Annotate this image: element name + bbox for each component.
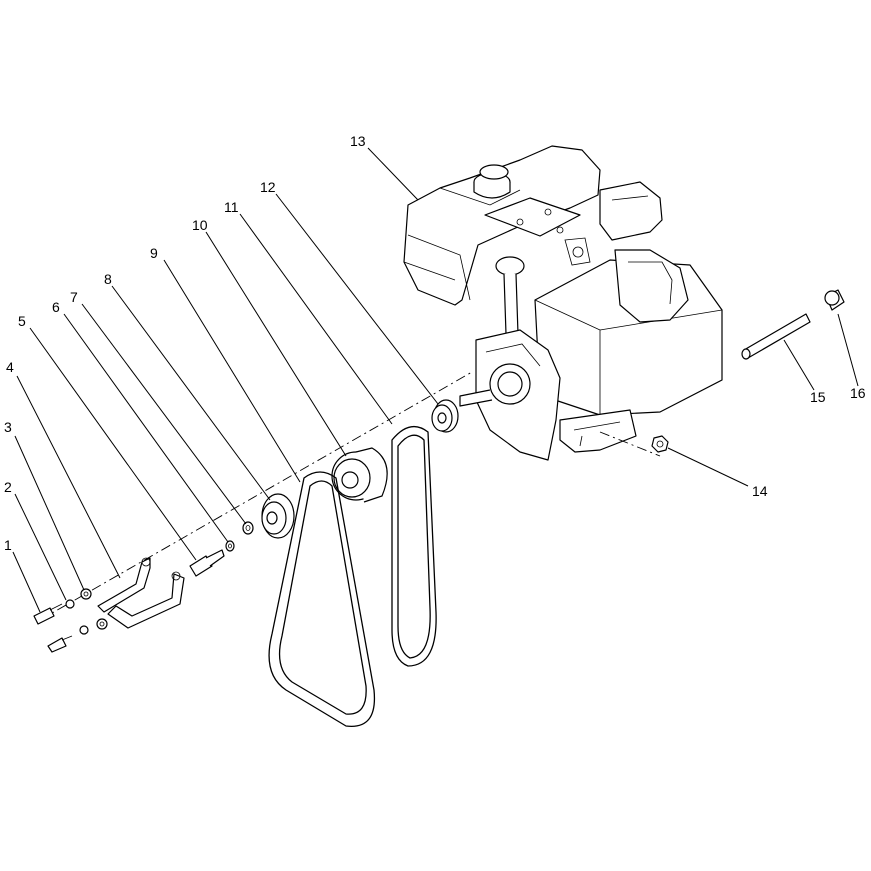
callout-10: 10 (192, 217, 208, 233)
callout-14: 14 (752, 483, 768, 499)
callout-4: 4 (6, 359, 14, 375)
callout-8: 8 (104, 271, 112, 287)
bolt-5 (189, 549, 225, 577)
callout-1: 1 (4, 537, 12, 553)
washer-3a (80, 588, 92, 600)
callout-2: 2 (4, 479, 12, 495)
callout-5: 5 (18, 313, 26, 329)
bolt-1a (33, 603, 63, 625)
nut-part (651, 435, 669, 453)
leader-lines (12, 147, 859, 613)
callout-7: 7 (70, 289, 78, 305)
callout-16: 16 (850, 385, 866, 401)
washer-3b (96, 618, 108, 630)
callout-11: 11 (224, 199, 239, 215)
callout-labels: 1 2 3 4 5 6 7 8 9 10 11 12 13 14 15 16 (4, 133, 866, 553)
engine-assembly (403, 145, 723, 461)
drive-pulley (261, 493, 295, 539)
belt-inner-1 (397, 434, 431, 659)
shaft-part (741, 313, 811, 360)
callout-12: 12 (260, 179, 276, 195)
callout-6: 6 (52, 299, 60, 315)
bracket (97, 557, 185, 629)
callout-9: 9 (150, 245, 158, 261)
callout-15: 15 (810, 389, 826, 405)
belt-outer-2 (268, 471, 376, 727)
spacer-part (824, 289, 845, 311)
large-pulley (331, 447, 388, 503)
washer-7 (242, 521, 254, 535)
washer-6 (225, 540, 235, 552)
belt-outer-1 (391, 425, 437, 667)
centerline-axis (39, 371, 473, 621)
belt-inner-2 (278, 480, 367, 715)
lockwasher-2b (79, 625, 89, 635)
callout-3: 3 (4, 419, 12, 435)
callout-13: 13 (350, 133, 366, 149)
lockwasher-2a (65, 599, 75, 609)
small-pulley (431, 399, 459, 433)
bolt-1b (47, 635, 73, 653)
